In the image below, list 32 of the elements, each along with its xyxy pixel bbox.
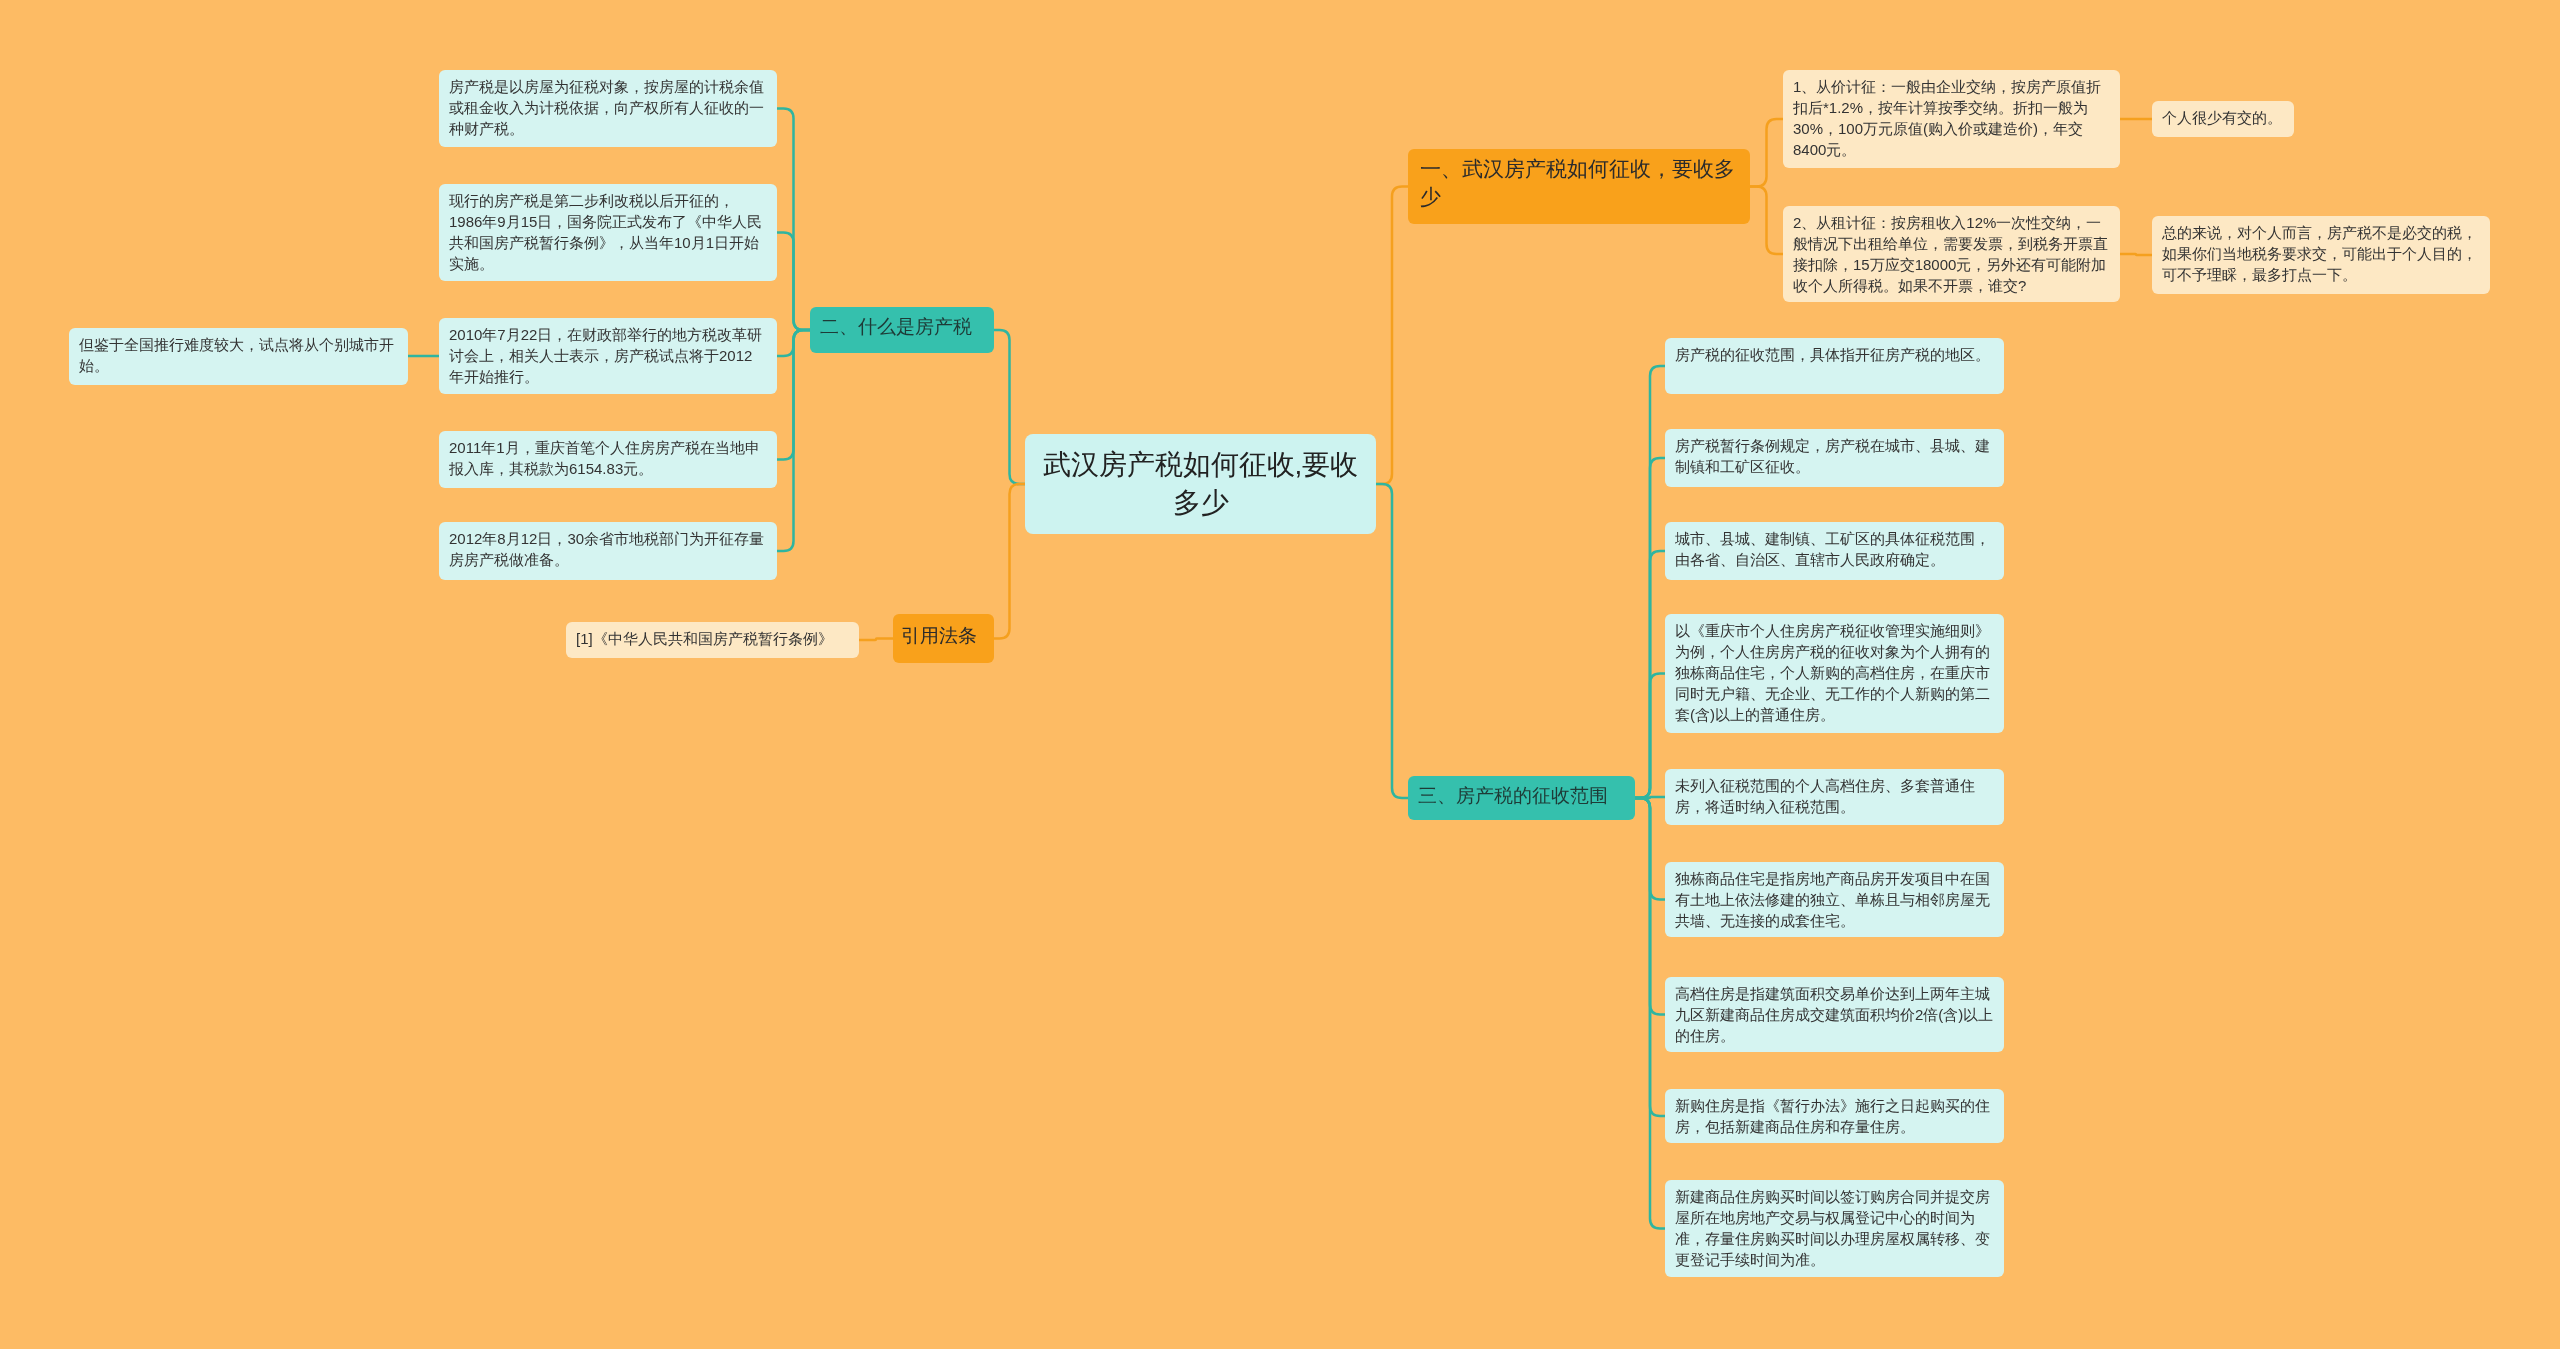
connector-line (408, 354, 439, 358)
topic-box: 房产税暂行条例规定，房产税在城市、县城、建制镇和工矿区征收。 (1665, 429, 2004, 487)
topic-box: 城市、县城、建制镇、工矿区的具体征税范围，由各省、自治区、直辖市人民政府确定。 (1665, 522, 2004, 580)
topic-box: 房产税的征收范围，具体指开征房产税的地区。 (1665, 338, 2004, 394)
connector-line (859, 637, 893, 642)
topic-box: 2011年1月，重庆首笔个人住房房产税在当地申报入库，其税款为6154.83元。 (439, 431, 777, 488)
topic-box: 新建商品住房购买时间以签订购房合同并提交房屋所在地房地产交易与权属登记中心的时间为准，存量住房购买时间以办理房屋权属转移、变更登记手续时间为准。 (1665, 1180, 2004, 1277)
connector-line (777, 328, 810, 553)
topic-box: [1]《中华人民共和国房产税暂行条例》 (566, 622, 859, 658)
topic-box: 新购住房是指《暂行办法》施行之日起购买的住房，包括新建商品住房和存量住房。 (1665, 1089, 2004, 1143)
topic-box: 2、从租计征：按房租收入12%一次性交纳，一般情况下出租给单位，需要发票，到税务开票直接扣除，15万应交18000元，另外还有可能附加收个人所得税。如果不开票，谁交? (1783, 206, 2120, 302)
branch-topic-box: 引用法条 (893, 614, 994, 663)
topic-box: 以《重庆市个人住房房产税征收管理实施细则》为例，个人住房房产税的征收对象为个人拥有的独栋商品住宅，个人新购的高档住房，在重庆市同时无户籍、无企业、无工作的个人新购的第二套(含)以上的普通住房。 (1665, 614, 2004, 733)
topic-box: 2012年8月12日，30余省市地税部门为开征存量房房产税做准备。 (439, 522, 777, 580)
branch-topic-box: 一、武汉房产税如何征收，要收多少 (1408, 149, 1750, 224)
central-topic-box: 武汉房产税如何征收,要收多少 (1025, 434, 1376, 534)
topic-box: 房产税是以房屋为征税对象，按房屋的计税余值或租金收入为计税依据，向产权所有人征收的一种财产税。 (439, 70, 777, 147)
topic-box: 独栋商品住宅是指房地产商品房开发项目中在国有土地上依法修建的独立、单栋且与相邻房屋无共墙、无连接的成套住宅。 (1665, 862, 2004, 937)
topic-box: 2010年7月22日，在财政部举行的地方税改革研讨会上，相关人士表示，房产税试点将于2012年开始推行。 (439, 318, 777, 394)
connector-line (1376, 482, 1408, 800)
connector-line (2120, 117, 2152, 121)
topic-box: 1、从价计征：一般由企业交纳，按房产原值折扣后*1.2%，按年计算按季交纳。折扣一般为30%，100万元原值(购入价或建造价)，年交8400元。 (1783, 70, 2120, 168)
topic-box: 现行的房产税是第二步利改税以后开征的，1986年9月15日，国务院正式发布了《中华人民共和国房产税暂行条例》，从当年10月1日开始实施。 (439, 184, 777, 281)
connector-line (2120, 252, 2152, 257)
topic-box: 未列入征税范围的个人高档住房、多套普通住房，将适时纳入征税范围。 (1665, 769, 2004, 825)
branch-topic-box: 三、房产税的征收范围 (1408, 776, 1635, 820)
topic-box: 但鉴于全国推行难度较大，试点将从个别城市开始。 (69, 328, 408, 385)
topic-box: 总的来说，对个人而言，房产税不是必交的税，如果你们当地税务要求交，可能出于个人目的，可不予理睬，最多打点一下。 (2152, 216, 2490, 294)
topic-box: 个人很少有交的。 (2152, 101, 2294, 137)
branch-topic-box: 二、什么是房产税 (810, 307, 994, 353)
connector-line (1750, 185, 1783, 256)
topic-box: 高档住房是指建筑面积交易单价达到上两年主城九区新建商品住房成交建筑面积均价2倍(含)以上的住房。 (1665, 977, 2004, 1052)
